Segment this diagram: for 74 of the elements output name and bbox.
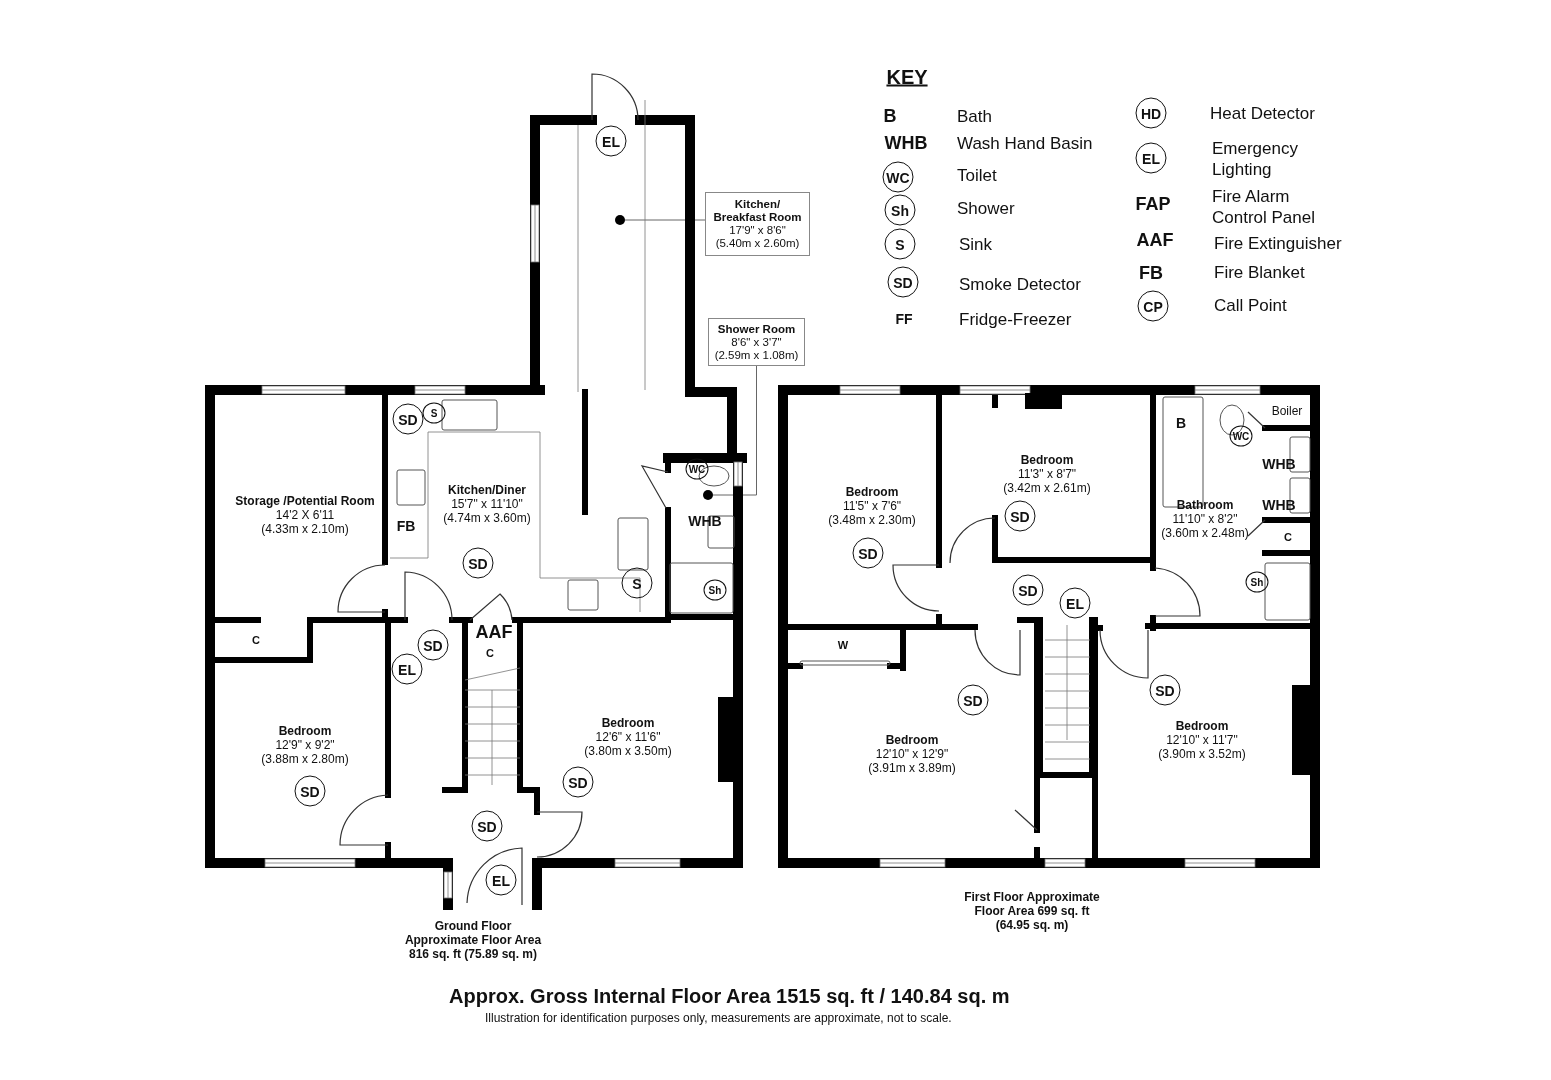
- room-dimensions: 12'6" x 11'6": [595, 730, 661, 744]
- room-dimensions: 17'9" x 8'6": [729, 224, 786, 237]
- symbol-code: WHB: [688, 513, 722, 529]
- room-dimensions: 12'10" x 12'9": [875, 747, 949, 761]
- legend-text: Call Point: [1214, 294, 1287, 316]
- room-name: Bedroom: [278, 724, 332, 738]
- room-dimensions: (4.33m x 2.10m): [261, 522, 349, 536]
- room-dimensions: (3.80m x 3.50m): [584, 744, 672, 758]
- floor-area-heading: First Floor Approximate Floor Area 699 sq. ft (64.95 sq. m): [963, 890, 1101, 932]
- symbol-code: C: [252, 634, 260, 646]
- legend-text: Wash Hand Basin: [957, 132, 1093, 154]
- symbol-code: WHB: [1262, 497, 1296, 513]
- room-name: Bathroom: [1176, 498, 1234, 512]
- symbol-code: AAF: [1136, 229, 1174, 251]
- legend-text: Toilet: [957, 164, 997, 186]
- floor-area-heading: Ground Floor Approximate Floor Area 816 sq. ft (75.89 sq. m): [403, 919, 543, 961]
- room-name: Bedroom: [845, 485, 899, 499]
- legend-text: Fire Blanket: [1214, 261, 1305, 283]
- room-name: Shower Room: [717, 322, 796, 336]
- room-dimensions: (2.59m x 1.08m): [714, 348, 799, 362]
- room-dimensions: (3.91m x 3.89m): [868, 761, 956, 775]
- room-dimensions: 11'3" x 8'7": [1017, 467, 1077, 481]
- room-dimensions: (3.60m x 2.48m): [1161, 526, 1249, 540]
- leader-line: [712, 365, 757, 496]
- symbol-code: FF: [895, 311, 913, 327]
- room-dimensions: (5.40m x 2.60m): [715, 237, 800, 250]
- room-dimensions: 12'9" x 9'2": [275, 738, 335, 752]
- room-name: Storage /Potential Room: [235, 494, 375, 508]
- room-dimensions: 12'10" x 11'7": [1166, 733, 1238, 747]
- room-name: Bedroom: [601, 716, 655, 730]
- symbol-code: AAF: [475, 621, 513, 643]
- room-dimensions: 11'10" x 8'2": [1172, 512, 1238, 526]
- legend-text: Sink: [959, 233, 993, 255]
- legend-text: Emergency Lighting: [1212, 138, 1299, 180]
- legend-text: Fire Alarm Control Panel: [1212, 186, 1316, 228]
- symbol-code: B: [1175, 415, 1187, 431]
- room-name: Bedroom: [1020, 453, 1074, 467]
- room-dimensions: 8'6" x 3'7": [731, 335, 782, 349]
- legend-text: Heat Detector: [1210, 102, 1315, 124]
- fixture-label: Boiler: [1271, 404, 1303, 418]
- symbol-code: FAP: [1135, 193, 1171, 215]
- symbol-code: FB: [396, 518, 416, 534]
- leader-dot: [703, 490, 713, 500]
- symbol-code: W: [837, 639, 849, 651]
- leader-line: [624, 219, 706, 221]
- symbol-code: WHB: [884, 132, 928, 154]
- legend-text: Shower: [957, 197, 1015, 219]
- symbol-code: WHB: [1262, 456, 1296, 472]
- legend-text: Bath: [957, 105, 992, 127]
- symbol-code: C: [486, 647, 494, 659]
- symbol-code: C: [1284, 531, 1292, 543]
- key-heading: KEY: [886, 65, 928, 89]
- room-dimensions: (3.90m x 3.52m): [1158, 747, 1246, 761]
- title: Approx. Gross Internal Floor Area 1515 sq. ft / 140.84 sq. m: [449, 985, 1010, 1008]
- room-dimensions: 14'2 X 6'11: [275, 508, 335, 522]
- legend-text: Fire Extinguisher: [1214, 232, 1342, 254]
- room-name: Bedroom: [885, 733, 939, 747]
- room-dimensions: (3.88m x 2.80m): [261, 752, 349, 766]
- room-name: Kitchen/ Breakfast Room: [712, 198, 803, 224]
- room-name: Bedroom: [1175, 719, 1229, 733]
- room-dimensions: (4.74m x 3.60m): [443, 511, 531, 525]
- room-dimensions: 11'5" x 7'6": [842, 499, 902, 513]
- room-dimensions: 15'7" x 11'10": [451, 497, 523, 511]
- legend-text: Fridge-Freezer: [959, 308, 1072, 330]
- leader-dot: [615, 215, 625, 225]
- legend-text: Smoke Detector: [959, 273, 1081, 295]
- symbol-code: FB: [1139, 262, 1163, 284]
- symbol-code: B: [883, 105, 897, 127]
- caption: Illustration for identification purposes only, measurements are approximate, not to scale.: [485, 1011, 952, 1025]
- room-dimensions: (3.48m x 2.30m): [828, 513, 916, 527]
- room-label-box: [708, 318, 805, 366]
- room-name: Kitchen/Diner: [448, 483, 526, 497]
- room-label-box: [705, 192, 810, 256]
- room-dimensions: (3.42m x 2.61m): [1003, 481, 1091, 495]
